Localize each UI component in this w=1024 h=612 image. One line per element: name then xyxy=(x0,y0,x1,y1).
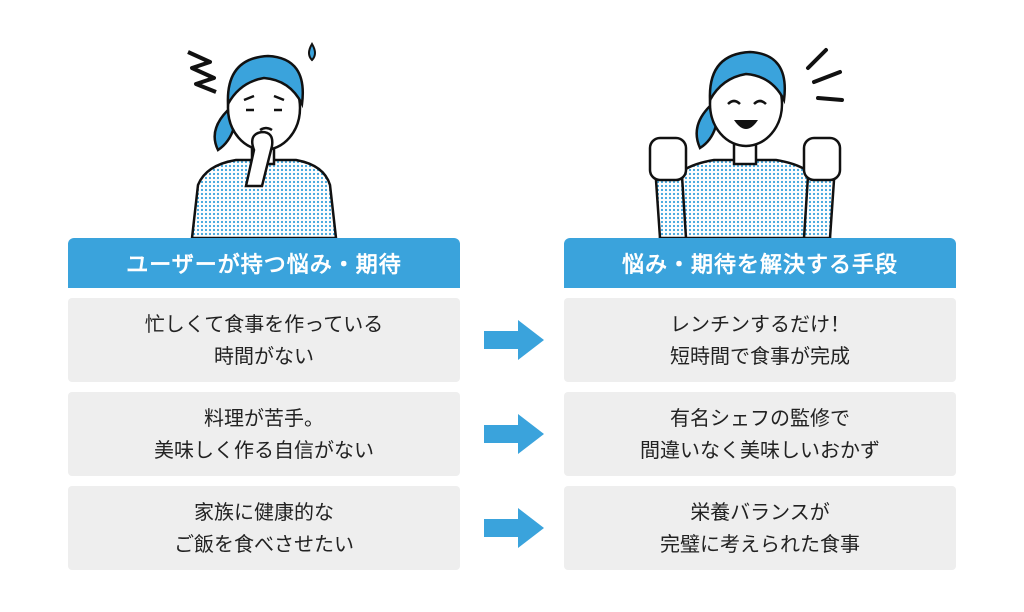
worry-line-1: 忙しくて食事を作っている xyxy=(144,312,384,336)
arrow-right-icon xyxy=(484,414,544,454)
arrow-right-icon xyxy=(484,320,544,360)
worry-line-1: 料理が苦手。 xyxy=(204,406,324,430)
worries-header: ユーザーが持つ悩み・期待 xyxy=(68,238,460,288)
cheering-woman-icon xyxy=(648,48,844,238)
worry-line-2: ご飯を食べさせたい xyxy=(174,532,354,556)
solution-line-2: 完璧に考えられた食事 xyxy=(660,532,860,556)
solution-line-1: レンチンするだけ！ xyxy=(670,312,850,336)
worry-line-2: 時間がない xyxy=(214,344,314,368)
worry-item: 家族に健康的な ご飯を食べさせたい xyxy=(68,486,460,570)
worries-column: ユーザーが持つ悩み・期待 忙しくて食事を作っている 時間がない 料理が苦手。 美… xyxy=(68,0,460,612)
worry-line-2: 美味しく作る自信がない xyxy=(154,438,374,462)
solution-item: レンチンするだけ！ 短時間で食事が完成 xyxy=(564,298,956,382)
solution-line-2: 短時間で食事が完成 xyxy=(670,344,850,368)
worry-item: 忙しくて食事を作っている 時間がない xyxy=(68,298,460,382)
arrow-right-icon xyxy=(484,508,544,548)
solution-line-1: 栄養バランスが xyxy=(690,500,830,524)
solutions-header: 悩み・期待を解決する手段 xyxy=(564,238,956,288)
worried-woman-icon xyxy=(187,42,338,238)
solution-item: 有名シェフの監修で 間違いなく美味しいおかず xyxy=(564,392,956,476)
worry-line-1: 家族に健康的な xyxy=(194,500,334,524)
solution-line-1: 有名シェフの監修で xyxy=(670,406,850,430)
solutions-column: 悩み・期待を解決する手段 レンチンするだけ！ 短時間で食事が完成 有名シェフの監… xyxy=(564,0,956,612)
solution-line-2: 間違いなく美味しいおかず xyxy=(640,438,880,462)
worry-item: 料理が苦手。 美味しく作る自信がない xyxy=(68,392,460,476)
solution-item: 栄養バランスが 完璧に考えられた食事 xyxy=(564,486,956,570)
